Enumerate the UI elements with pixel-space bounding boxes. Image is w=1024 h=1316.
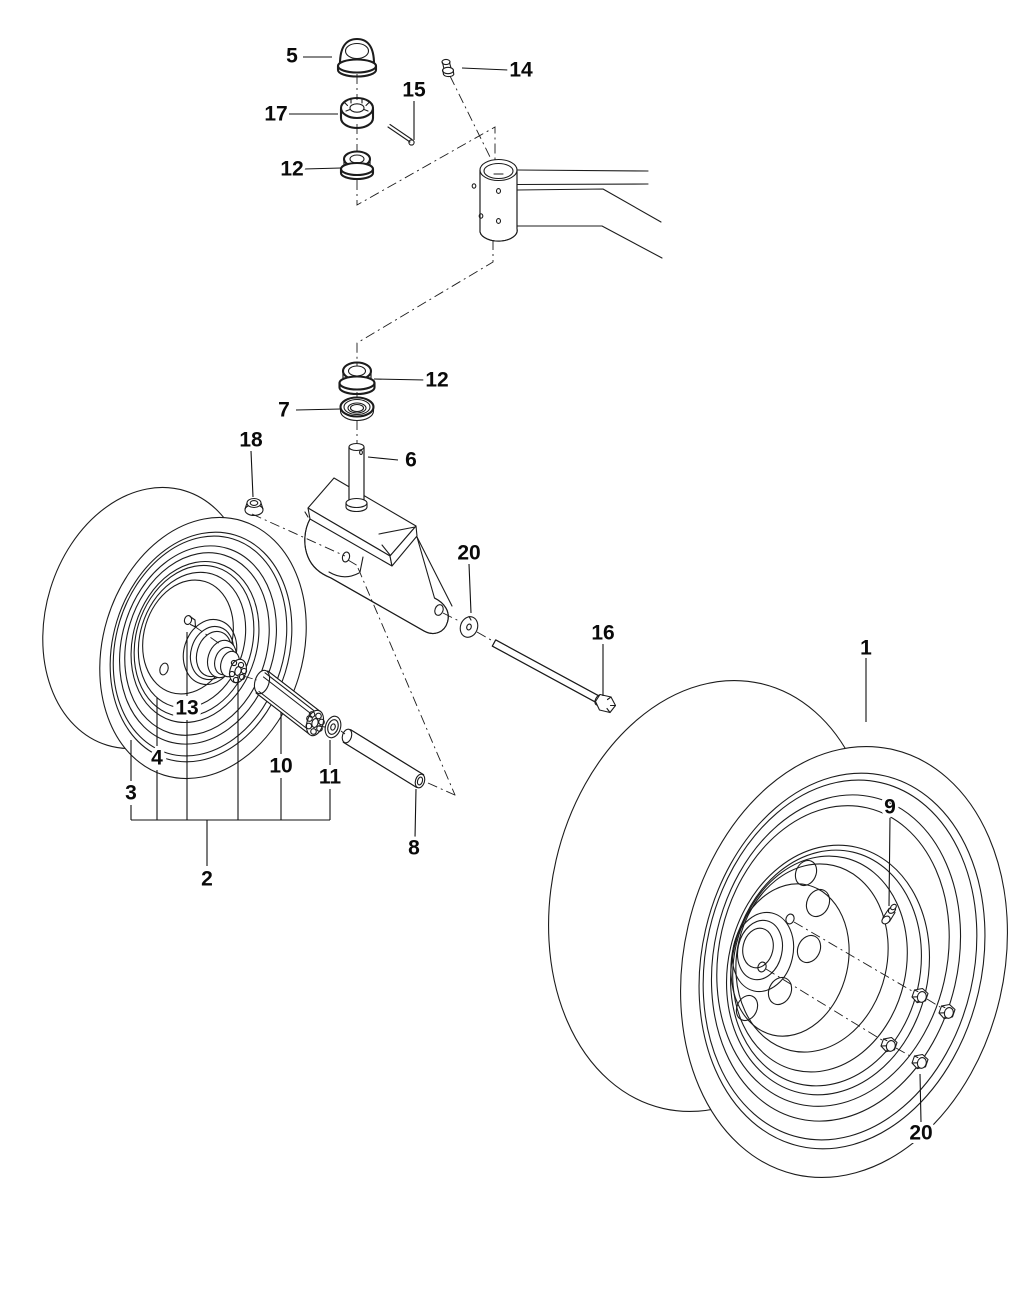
drive-tire xyxy=(548,680,1008,1178)
spindle-nut xyxy=(244,497,264,517)
callout-4-16: 4 xyxy=(151,747,163,770)
axle-tube xyxy=(341,728,426,789)
callout-8-14: 8 xyxy=(408,837,420,860)
spline-spacer xyxy=(253,669,325,737)
bushing-upper xyxy=(339,150,375,181)
callout-9-12: 9 xyxy=(884,796,896,819)
callout-2-20: 2 xyxy=(201,868,213,891)
callout-15-3: 15 xyxy=(402,79,426,102)
callout-12-5: 12 xyxy=(425,369,448,392)
callout-20-9: 20 xyxy=(457,542,480,565)
group-2-bracket xyxy=(130,632,331,866)
caster-wheel xyxy=(42,486,307,780)
thrust-bearing xyxy=(339,396,375,422)
callout-20-13: 20 xyxy=(909,1122,932,1145)
callout-6-7: 6 xyxy=(405,449,417,472)
lug-centerlines xyxy=(765,921,941,1058)
callout-16-10: 16 xyxy=(591,622,614,645)
axle-bolt xyxy=(491,639,617,714)
callout-13-15: 13 xyxy=(175,697,198,720)
frame-caster-tube xyxy=(471,158,663,259)
centerlines xyxy=(242,74,496,797)
grease-cap xyxy=(336,37,378,78)
callout-14-4: 14 xyxy=(509,59,533,82)
leader-lines xyxy=(130,56,922,1123)
callout-3-17: 3 xyxy=(125,782,137,805)
bushing-lower xyxy=(338,361,376,396)
axle-washer xyxy=(324,715,342,739)
cotter-pin xyxy=(387,123,415,146)
lug-nuts xyxy=(880,987,956,1070)
callout-12-2: 12 xyxy=(280,158,303,181)
callout-18-8: 18 xyxy=(239,429,263,452)
rim xyxy=(725,844,931,1096)
callout-17-1: 17 xyxy=(264,103,287,126)
callout-10-18: 10 xyxy=(269,755,292,778)
caster-fork xyxy=(304,442,453,634)
callout-5-0: 5 xyxy=(286,45,298,68)
callout-labels: 5 17 12 15 14 12 7 6 18 20 16 1 9 20 8 13 43 10 11 2 xyxy=(122,41,937,1148)
callout-1-11: 1 xyxy=(860,637,872,660)
hub-screw-centerline xyxy=(193,625,221,645)
wheel-hub xyxy=(195,630,248,684)
castle-nut xyxy=(339,96,375,130)
valve-stem xyxy=(881,903,897,925)
grease-fitting xyxy=(441,58,455,78)
hub-screw xyxy=(183,615,197,628)
callout-7-6: 7 xyxy=(278,399,290,422)
callout-11-19: 11 xyxy=(319,766,342,789)
fork-washer xyxy=(459,615,479,638)
